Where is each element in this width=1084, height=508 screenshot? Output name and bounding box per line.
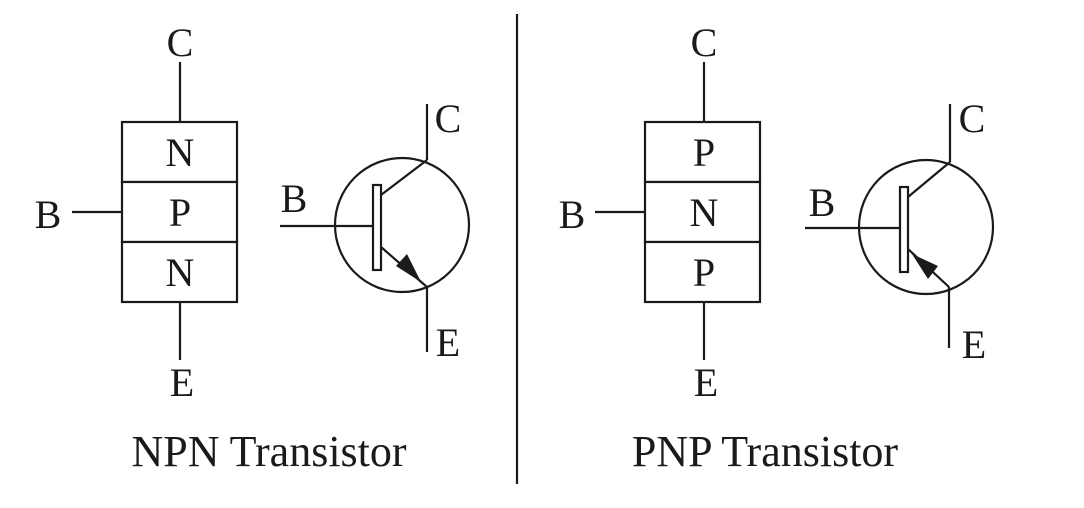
npn-layer-middle [120,180,239,244]
npn-layer-stack: C N P N B E [35,20,239,405]
pnp-symbol-collector-label: C [959,96,986,141]
npn-base-label: B [35,192,62,237]
pnp-caption: PNP Transistor [632,427,898,476]
pnp-layer-bottom [643,240,762,304]
pnp-layer-middle [643,180,762,244]
pnp-symbol-emitter-label: E [962,322,986,367]
pnp-layer-bottom-label: P [693,250,715,295]
npn-emitter-arrow-icon [396,254,421,282]
npn-symbol: B C E [280,96,471,365]
pnp-symbol-base-label: B [809,180,836,225]
npn-layer-top-label: N [166,130,195,175]
npn-symbol-base-bar [371,183,383,272]
pnp-symbol-base-bar [898,185,910,274]
npn-symbol-base-label: B [281,176,308,221]
pnp-emitter-arrow-icon [912,254,938,279]
pnp-symbol: B C E [805,96,995,367]
pnp-collector-label: C [691,20,718,65]
pnp-base-label: B [559,192,586,237]
pnp-symbol-collector-diagonal [907,161,951,198]
pnp-layer-top [643,120,762,184]
npn-symbol-emitter-label: E [436,320,460,365]
pnp-layer-top-label: P [693,130,715,175]
npn-collector-label: C [167,20,194,65]
pnp-layer-stack: C P N P B E [559,20,762,405]
npn-symbol-collector-diagonal [380,159,428,196]
pnp-panel: C P N P B E B C E PNP Transistor [559,20,995,476]
npn-caption: NPN Transistor [131,427,406,476]
npn-symbol-collector-label: C [435,96,462,141]
pnp-layer-middle-label: N [690,190,719,235]
npn-layer-middle-label: P [169,190,191,235]
npn-emitter-label: E [170,360,194,405]
npn-layer-bottom-label: N [166,250,195,295]
pnp-emitter-label: E [694,360,718,405]
npn-panel: C N P N B E B C E NPN Transistor [35,20,471,476]
